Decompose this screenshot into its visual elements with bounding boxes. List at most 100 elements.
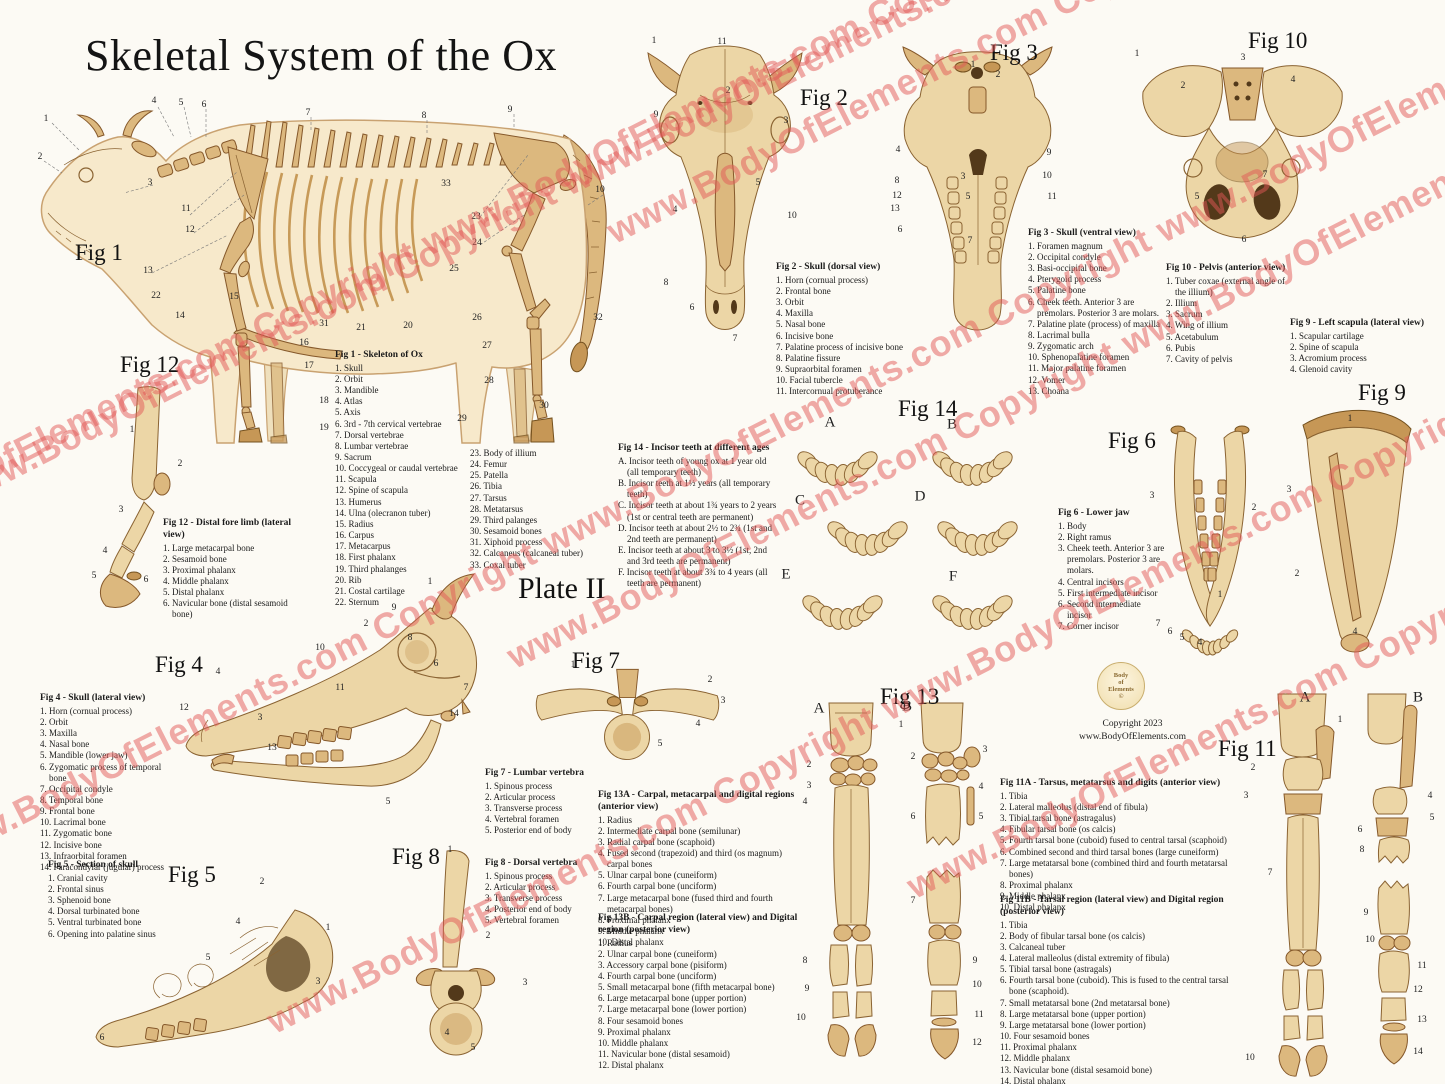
dorsal-vertebra-drawing xyxy=(415,850,496,1056)
sesamoid xyxy=(928,924,946,940)
poster-title: Skeletal System of the Ox xyxy=(85,31,557,80)
skull-profile xyxy=(95,909,334,1048)
fig10-label: Fig 10 xyxy=(1248,28,1308,53)
figure-callout-number: 4 xyxy=(1352,627,1358,637)
figure-callout-number: 11 xyxy=(335,683,345,693)
fig7-label: Fig 7 xyxy=(572,648,620,673)
figure-callout-number: 5 xyxy=(91,571,97,581)
articular-process xyxy=(606,696,621,707)
plate-label: Plate II xyxy=(518,572,606,605)
legend-title: Fig 11B - Tarsal region (lateral view) a… xyxy=(1000,895,1224,917)
legend-line: 32. Calcaneus (calcaneal tuber) xyxy=(470,548,583,559)
legend-line: 1. Skull xyxy=(335,362,364,373)
sesamoid-bone xyxy=(153,472,171,496)
legend-line: 2. Spine of scapula xyxy=(1290,341,1359,352)
figure-callout-number: 11 xyxy=(974,1010,984,1020)
figure-callout-number: 7 xyxy=(732,334,738,344)
legend-line: 7. Dorsal vertebrae xyxy=(335,429,404,440)
leader-lines xyxy=(43,106,604,274)
figure-callout-number: 7 xyxy=(910,896,916,906)
legend-line: 11. Navicular bone (distal sesamoid) xyxy=(598,1049,730,1060)
orbit xyxy=(78,167,94,183)
incisors xyxy=(211,753,235,767)
figure-callout-number: 10 xyxy=(1245,1053,1255,1063)
figure-callout-number: 4 xyxy=(444,1028,450,1038)
legend-line: 5. Axis xyxy=(335,407,361,418)
fig11b-legend: Fig 11B - Tarsal region (lateral view) a… xyxy=(1000,895,1240,1084)
figure-callout-number: 12 xyxy=(892,191,902,201)
legend-line: 2. Frontal bone xyxy=(776,285,831,296)
legend-line: 2. Lateral malleolus (distal end of fibu… xyxy=(1000,801,1148,812)
figure-callout-number: 1 xyxy=(447,845,453,855)
figure-callout-number: 5 xyxy=(205,953,211,963)
figure-callout-number: 10 xyxy=(595,185,605,195)
figure-callout-number: 28 xyxy=(484,376,494,386)
legend-line: 11. Intercornual protuberance xyxy=(776,386,883,397)
vertebral-body xyxy=(429,1002,483,1056)
figure-callout-number: B xyxy=(946,416,958,433)
legend-line: 5. Mandible (lower jaw) xyxy=(40,750,128,761)
legend-line: 3. Calcaneal tuber xyxy=(1000,941,1066,952)
legend-line: 4. Fourth carpal bone (unciform) xyxy=(598,971,717,981)
fig2-legend: Fig 2 - Skull (dorsal view) 1. Horn (cor… xyxy=(776,262,906,397)
legend-line: 2. Articular process xyxy=(485,791,556,802)
legend-line: 6. Incisive bone xyxy=(776,330,834,341)
legend-line: 12. Incisive bone xyxy=(40,839,102,850)
left-ilium-wing xyxy=(1142,65,1223,137)
legend-line: 3. Orbit xyxy=(776,297,804,308)
legend-line: 5. Ulnar carpal bone (cuneiform) xyxy=(598,870,717,881)
legend-line: 1. Tibia xyxy=(1000,919,1028,930)
figure-callout-number: 14 xyxy=(175,311,185,321)
legend-line: 9. Middle phalanx xyxy=(598,926,664,937)
figure-callout-number: 7 xyxy=(1155,619,1161,629)
legend-line: 1. Spinous process xyxy=(485,780,553,791)
fig13a-legend: Fig 13A - Carpal, metacarpal and digital… xyxy=(598,790,798,948)
legend-line: 10. Lacrimal bone xyxy=(40,817,106,828)
fig6-label: Fig 6 xyxy=(1108,428,1156,453)
figure-callout-number: 2 xyxy=(995,70,1001,80)
legend-line: 12. Vomer xyxy=(1028,374,1066,385)
figure-callout-number: F xyxy=(948,568,958,585)
figure-callout-number: 2 xyxy=(1251,503,1257,513)
figure-callout-number: 30 xyxy=(539,401,549,411)
figure-callout-number: 2 xyxy=(177,459,183,469)
legend-line: 10. Distal phalanx xyxy=(1000,902,1066,913)
figure-callout-number: 33 xyxy=(441,179,451,189)
legend-title: Fig 2 - Skull (dorsal view) xyxy=(776,262,881,272)
legend-line: 6. Large metacarpal bone (upper portion) xyxy=(598,993,747,1004)
figure-callout-number: 3 xyxy=(1149,491,1155,501)
nasal-bone xyxy=(714,152,736,272)
legend-title: Fig 14 - Incisor teeth at different ages xyxy=(618,443,770,453)
femur xyxy=(510,192,546,252)
legend-line: 6. 3rd - 7th cervical vertebrae xyxy=(335,418,442,429)
figure-callout-number: 32 xyxy=(593,313,603,323)
horn xyxy=(431,573,476,620)
astragalus-lateral xyxy=(1372,786,1408,815)
cervical-vertebrae xyxy=(157,139,238,178)
legend-line: 8. Lumbar vertebrae xyxy=(335,440,409,451)
legend-line: 19. Third phalanges xyxy=(335,563,407,574)
figure-callout-number: 1 xyxy=(970,60,976,70)
legend-line: 1. Large metacarpal bone xyxy=(163,542,255,553)
skull-dorsal-drawing xyxy=(647,45,803,330)
pelvis-drawing xyxy=(1142,65,1343,239)
figure-callout-number: 5 xyxy=(470,1043,476,1053)
small-metacarpal xyxy=(966,786,975,826)
figure-callout-number: 3 xyxy=(1286,485,1292,495)
figure-callout-number: 5 xyxy=(755,178,761,188)
legend-line: 11. Proximal phalanx xyxy=(1000,1042,1077,1053)
figure-callout-number: 5 xyxy=(1194,192,1200,202)
legend-line: 1. Tibia xyxy=(1000,790,1028,801)
legend-line: 7. Palatine plate (process) of maxilla xyxy=(1028,318,1160,329)
legend-line: 12. Distal phalanx xyxy=(598,1060,664,1071)
fig10-legend: Fig 10 - Pelvis (anterior view) 1. Tuber… xyxy=(1166,263,1286,365)
legend-line: 15. Radius xyxy=(335,518,374,529)
fig12-legend: Fig 12 - Distal fore limb (lateral view)… xyxy=(163,518,308,621)
figure-callout-number: 10 xyxy=(972,980,982,990)
legend-line: 6. Combined second and third tarsal bone… xyxy=(1000,846,1219,857)
figure-callout-number: 22 xyxy=(151,291,161,301)
legend-title: Fig 13B - Carpal region (lateral view) a… xyxy=(598,913,798,935)
